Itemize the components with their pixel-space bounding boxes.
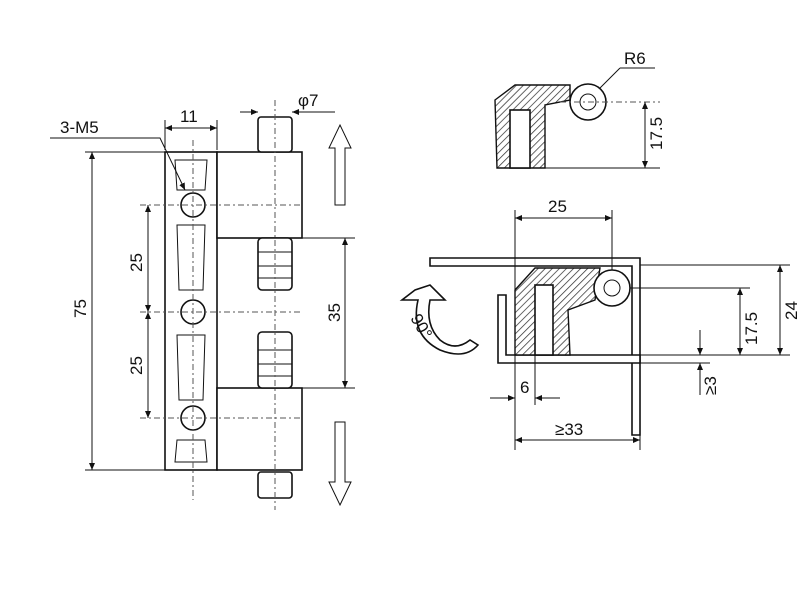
side-view: R6 17.5 — [494, 49, 666, 169]
plate-width-label: 11 — [180, 107, 198, 126]
lower-knuckle — [216, 387, 303, 471]
min-clearance-label: ≥3 — [701, 376, 720, 395]
arrow-down-icon — [328, 421, 352, 507]
hole-pitch-upper-label: 25 — [127, 253, 146, 272]
door-panel — [429, 257, 641, 436]
pin-diameter-label: φ7 — [298, 91, 318, 110]
front-view: 3-M5 11 φ7 75 25 25 35 — [50, 91, 355, 510]
thread-label: 3-M5 — [60, 118, 99, 137]
knuckle-gap-label: 35 — [325, 303, 344, 322]
side-pivot-height-label: 17.5 — [647, 117, 666, 150]
overall-height-label: 75 — [71, 299, 90, 318]
pivot-offset-label: 25 — [548, 197, 567, 216]
upper-knuckle — [216, 151, 303, 239]
wall-thickness-label: 6 — [520, 378, 529, 397]
radius-label: R6 — [624, 49, 646, 68]
min-depth-label: ≥33 — [555, 420, 583, 439]
arrow-up-icon — [328, 123, 352, 206]
rotation-arrow-icon — [399, 284, 480, 355]
hole-pitch-lower-label: 25 — [127, 356, 146, 375]
installed-view: 25 24 17.5 ≥3 6 ≥33 90° — [399, 197, 800, 450]
lower-pin — [257, 331, 293, 389]
total-height-label: 24 — [782, 301, 800, 320]
installed-pivot-height-label: 17.5 — [742, 312, 761, 345]
